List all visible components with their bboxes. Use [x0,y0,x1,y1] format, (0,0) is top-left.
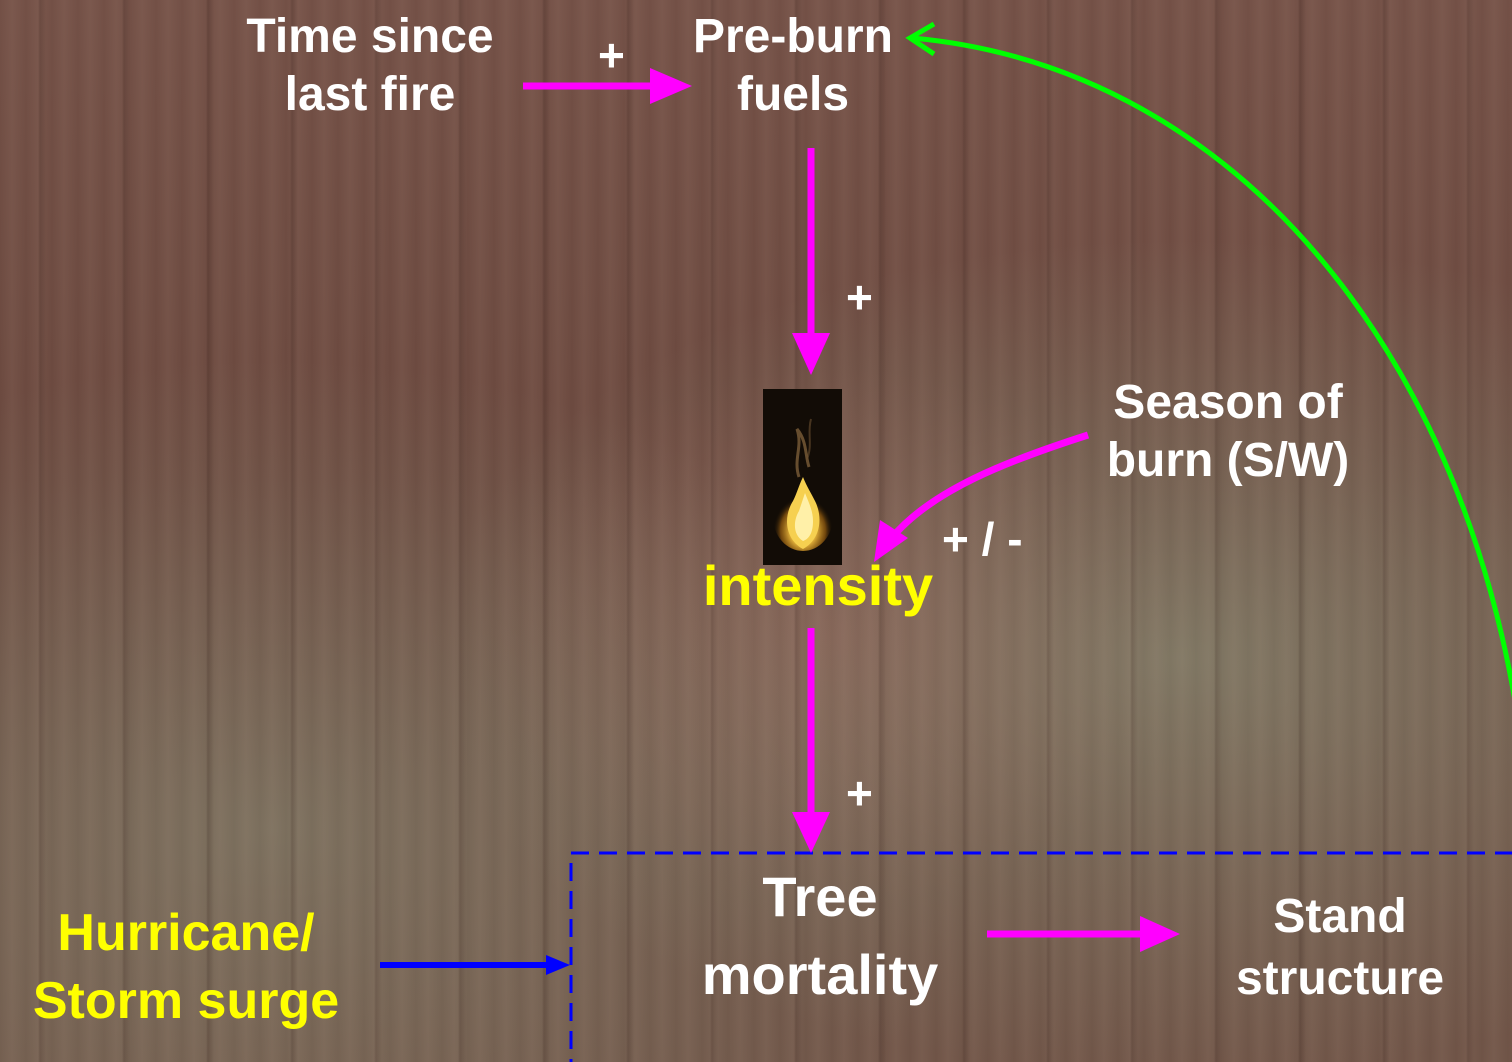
arrow-fuels-to-intensity [792,148,830,375]
arrow-intensity-to-mortality [792,628,830,853]
node-stand-structure: Stand structure [1190,886,1490,1011]
node-time-since-line2: last fire [220,66,520,124]
arrow-hurricane-to-box [380,955,570,975]
node-pre-burn-fuels: Pre-burn fuels [662,8,924,123]
node-tree-mortality-line2: mortality [660,936,980,1014]
node-season-line1: Season of [1070,374,1386,432]
sign-time-to-fuels: + [598,32,625,78]
node-intensity: intensity [668,552,968,619]
node-pre-burn-line2: fuels [662,66,924,124]
sign-fuels-to-intensity: + [846,274,873,320]
node-tree-mortality: Tree mortality [660,858,980,1015]
node-stand-structure-line1: Stand [1190,886,1490,948]
node-hurricane-line2: Storm surge [0,968,372,1036]
sign-intensity-to-mortality: + [846,770,873,816]
fire-icon [763,389,842,565]
node-tree-mortality-line1: Tree [660,858,980,936]
arrow-mortality-to-stand [987,916,1180,952]
node-hurricane-line1: Hurricane/ [0,900,372,968]
node-stand-structure-line2: structure [1190,948,1490,1010]
node-time-since-line1: Time since [220,8,520,66]
node-hurricane-storm-surge: Hurricane/ Storm surge [0,900,372,1035]
node-pre-burn-line1: Pre-burn [662,8,924,66]
node-season-line2: burn (S/W) [1070,432,1386,490]
node-season-of-burn: Season of burn (S/W) [1070,374,1386,489]
node-time-since-last-fire: Time since last fire [220,8,520,123]
sign-season-to-intensity: + / - [942,516,1023,562]
